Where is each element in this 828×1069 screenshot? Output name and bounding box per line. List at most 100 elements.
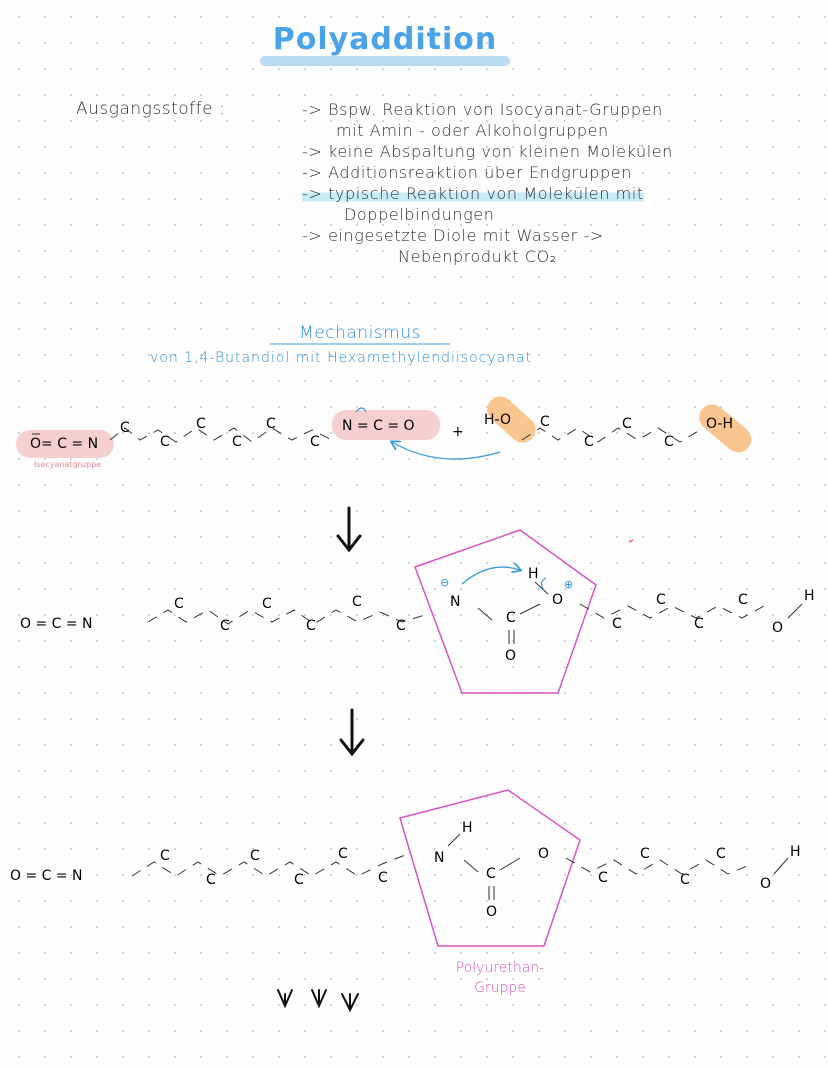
chain-atom: C bbox=[680, 872, 690, 888]
bond-line bbox=[477, 607, 493, 621]
row1-ocn-left: O= C = N bbox=[30, 436, 98, 452]
note-line: Nebenprodukt CO₂ bbox=[398, 247, 557, 266]
note-line: Doppelbindungen bbox=[344, 205, 495, 224]
mechanism-title: Mechanismus bbox=[270, 323, 450, 345]
chain-atom: C bbox=[250, 848, 260, 864]
chain-atom: C bbox=[694, 616, 704, 632]
chain-atom: C bbox=[738, 592, 748, 608]
row3-o-link: O bbox=[538, 846, 549, 862]
note-line-highlighted: -> typische Reaktion von Molekülen mit bbox=[302, 184, 644, 203]
row3-ocn: O = C = N bbox=[10, 868, 83, 884]
notes-list: -> Bspw. Reaktion von Isocyanat-Gruppen … bbox=[302, 99, 822, 267]
chain-atom: C bbox=[664, 434, 674, 450]
reaction-arrow-down-icon bbox=[339, 708, 365, 757]
row2-o-link: O bbox=[552, 592, 563, 608]
row2-h-top: H bbox=[528, 566, 539, 582]
row3-o-dbl: O bbox=[486, 904, 497, 920]
chain-atom: C bbox=[220, 618, 230, 634]
row3-chain-diol bbox=[565, 857, 753, 875]
row1-oh-right: O-H bbox=[706, 416, 733, 432]
row2-chain bbox=[147, 609, 429, 625]
chain-atom: C bbox=[540, 414, 550, 430]
polyurethane-label: Polyurethan- Gruppe bbox=[440, 958, 560, 998]
chain-atom: C bbox=[622, 416, 632, 432]
stray-mark bbox=[628, 539, 634, 543]
proton-transfer-arrow bbox=[461, 567, 520, 585]
chain-atom: C bbox=[338, 846, 348, 862]
chain-atom: C bbox=[310, 434, 320, 450]
chain-atom: C bbox=[160, 434, 170, 450]
isocyanate-highlight-right bbox=[332, 410, 440, 440]
row2-chain-diol bbox=[579, 603, 765, 619]
polyurethane-label-line1: Polyurethan- bbox=[455, 960, 545, 976]
bond-line bbox=[499, 857, 521, 871]
electron-arrow-curl bbox=[540, 577, 547, 591]
isocyanate-group-tag: Isocyanatgruppe bbox=[34, 460, 102, 469]
title-block: Polyaddition bbox=[260, 22, 510, 66]
chain-atom: C bbox=[656, 592, 666, 608]
row3-c: C bbox=[486, 866, 496, 882]
note-line: -> Bspw. Reaktion von Isocyanat-Gruppen bbox=[302, 100, 663, 119]
chain-atom: C bbox=[640, 846, 650, 862]
reaction-arrow-down-icon bbox=[336, 506, 362, 553]
note-line: mit Amin - oder Alkoholgruppen bbox=[336, 121, 609, 140]
polyurethane-label-line2: Gruppe bbox=[474, 980, 526, 996]
title-highlight bbox=[260, 56, 510, 66]
row3-n: N bbox=[434, 850, 444, 866]
row2-o-dbl: O bbox=[505, 648, 516, 664]
chain-atom: C bbox=[352, 594, 362, 610]
row1-chain bbox=[109, 427, 333, 443]
bond-line bbox=[773, 857, 789, 875]
chain-atom: C bbox=[120, 420, 130, 436]
chain-atom: C bbox=[598, 870, 608, 886]
chain-atom: C bbox=[378, 870, 388, 886]
chain-atom: C bbox=[716, 846, 726, 862]
polyurethane-pentagon bbox=[399, 789, 581, 947]
bond-line bbox=[447, 833, 461, 847]
ausgangsstoffe-label: Ausgangsstoffe : bbox=[76, 99, 226, 119]
bond-line bbox=[463, 859, 479, 873]
row2-n: N bbox=[450, 594, 460, 610]
page-title: Polyaddition bbox=[272, 22, 498, 57]
bond-line bbox=[787, 603, 803, 619]
electron-arrow-curl bbox=[355, 407, 367, 413]
chain-atom: C bbox=[584, 434, 594, 450]
continuation-arrow-icon bbox=[277, 989, 293, 1009]
row2-oh: O bbox=[772, 620, 783, 636]
mechanism-subtitle: von 1,4-Butandiol mit Hexamethylendiisoc… bbox=[150, 350, 533, 366]
chain-atom: C bbox=[266, 416, 276, 432]
row1-plus: + bbox=[452, 424, 464, 440]
note-line: -> eingesetzte Diole mit Wasser -> bbox=[302, 226, 604, 245]
row2-h-end: H bbox=[804, 588, 815, 604]
chain-atom: C bbox=[174, 596, 184, 612]
row3-h-end: H bbox=[790, 844, 801, 860]
chain-atom: C bbox=[294, 872, 304, 888]
reaction-center-pentagon bbox=[414, 529, 597, 694]
row1-nco-right: N = C = O bbox=[342, 418, 415, 434]
row3-oh: O bbox=[760, 876, 771, 892]
hydroxyl-highlight-right bbox=[699, 404, 752, 453]
row1-ho-left: H-O bbox=[484, 412, 511, 428]
chain-atom: C bbox=[396, 618, 406, 634]
continuation-arrow-icon bbox=[341, 993, 359, 1013]
nucleophilic-attack-arrow bbox=[392, 442, 501, 460]
row3-h-n: H bbox=[462, 820, 473, 836]
note-line: -> Additionsreaktion über Endgruppen bbox=[302, 163, 632, 182]
bond-line bbox=[519, 603, 541, 615]
negative-charge: ⊖ bbox=[440, 576, 449, 589]
chain-atom: C bbox=[160, 848, 170, 864]
note-line: -> keine Abspaltung von kleinen Moleküle… bbox=[302, 142, 673, 161]
row3-chain bbox=[131, 853, 409, 877]
isocyanate-highlight-left bbox=[16, 430, 114, 458]
chain-atom: C bbox=[232, 434, 242, 450]
chain-atom: C bbox=[262, 596, 272, 612]
chain-atom: C bbox=[612, 616, 622, 632]
bond-line bbox=[534, 581, 549, 595]
row2-c: C bbox=[506, 610, 516, 626]
chain-atom: C bbox=[196, 416, 206, 432]
continuation-arrow-icon bbox=[311, 989, 327, 1009]
positive-charge: ⊕ bbox=[564, 578, 573, 591]
chain-atom: C bbox=[206, 872, 216, 888]
row2-ocn: O = C = N bbox=[20, 616, 93, 632]
